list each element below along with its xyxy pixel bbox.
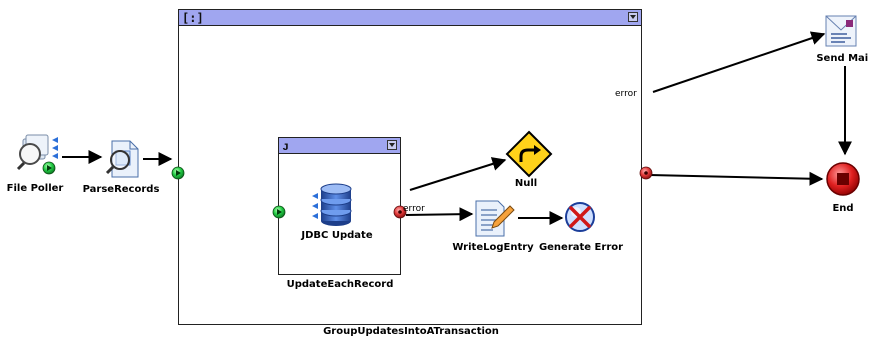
outer-error-label: error: [615, 89, 637, 99]
edge-inner-to-null: [409, 157, 507, 191]
send-mail-label: Send Mail: [816, 53, 869, 64]
null-road-sign-icon[interactable]: [505, 130, 553, 178]
write-log-icon[interactable]: [475, 200, 515, 237]
file-poller-label: File Poller: [6, 183, 64, 194]
end-icon[interactable]: [826, 162, 860, 196]
edge-outer-error-to-sendmail: [652, 31, 826, 93]
null-label: Null: [514, 178, 538, 189]
inner-group-label: UpdateEachRecord: [286, 279, 394, 290]
database-icon[interactable]: [312, 183, 352, 226]
generate-error-icon[interactable]: [565, 202, 595, 232]
jdbc-update-label: JDBC Update: [301, 230, 373, 241]
group-header: [:]: [179, 10, 641, 26]
parse-records-icon[interactable]: [105, 140, 139, 178]
group-updates-transaction[interactable]: [:]: [178, 9, 642, 325]
end-label: End: [832, 203, 854, 214]
edge-group-to-end: [649, 171, 824, 186]
generate-error-label: Generate Error: [538, 242, 624, 253]
outer-group-label: GroupUpdatesIntoATransaction: [323, 326, 499, 337]
edge-inner-error-to-log: [405, 207, 474, 222]
send-mail-icon[interactable]: [825, 15, 857, 47]
loop-group-header: ᴊ: [279, 138, 400, 154]
collapse-button[interactable]: [387, 140, 397, 150]
write-log-label: WriteLogEntry: [452, 242, 534, 253]
group-icon: [:]: [182, 11, 204, 25]
collapse-button[interactable]: [628, 12, 638, 22]
parse-records-label: ParseRecords: [82, 184, 160, 195]
connectors: [62, 31, 852, 225]
loop-icon: ᴊ: [282, 139, 290, 153]
inner-error-label: error: [403, 204, 425, 214]
file-poller-icon[interactable]: [16, 134, 58, 175]
